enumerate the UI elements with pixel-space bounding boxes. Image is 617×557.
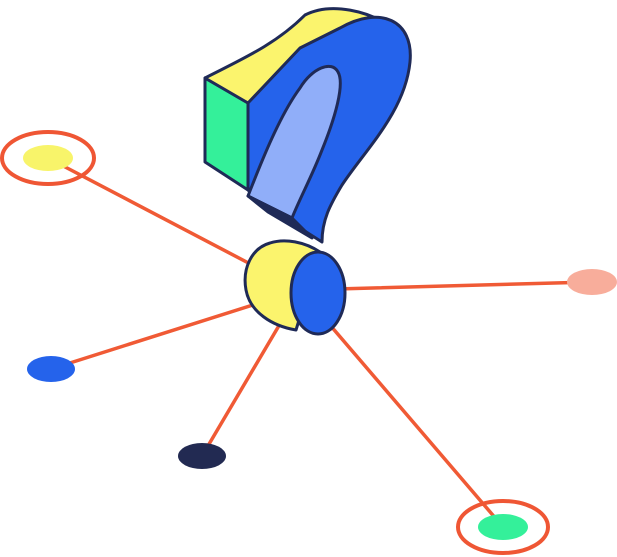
- hub-cylinder: [243, 239, 347, 336]
- node-bottom: [178, 443, 226, 469]
- connector-line-bottom-right: [298, 288, 505, 529]
- question-mark-icon: [203, 7, 412, 244]
- network-nodes: [0, 130, 617, 555]
- question-mark-underside: [246, 194, 314, 240]
- node-top-left: [23, 145, 73, 171]
- node-right: [567, 269, 617, 295]
- connector-line-right: [298, 280, 594, 292]
- node-bottom-right: [478, 514, 528, 540]
- node-left: [27, 356, 75, 382]
- hub-cylinder-end: [289, 250, 347, 336]
- node-ring-bottom-right: [456, 499, 550, 555]
- question-mark-stem: [246, 65, 342, 220]
- node-ring-top-left: [0, 130, 96, 186]
